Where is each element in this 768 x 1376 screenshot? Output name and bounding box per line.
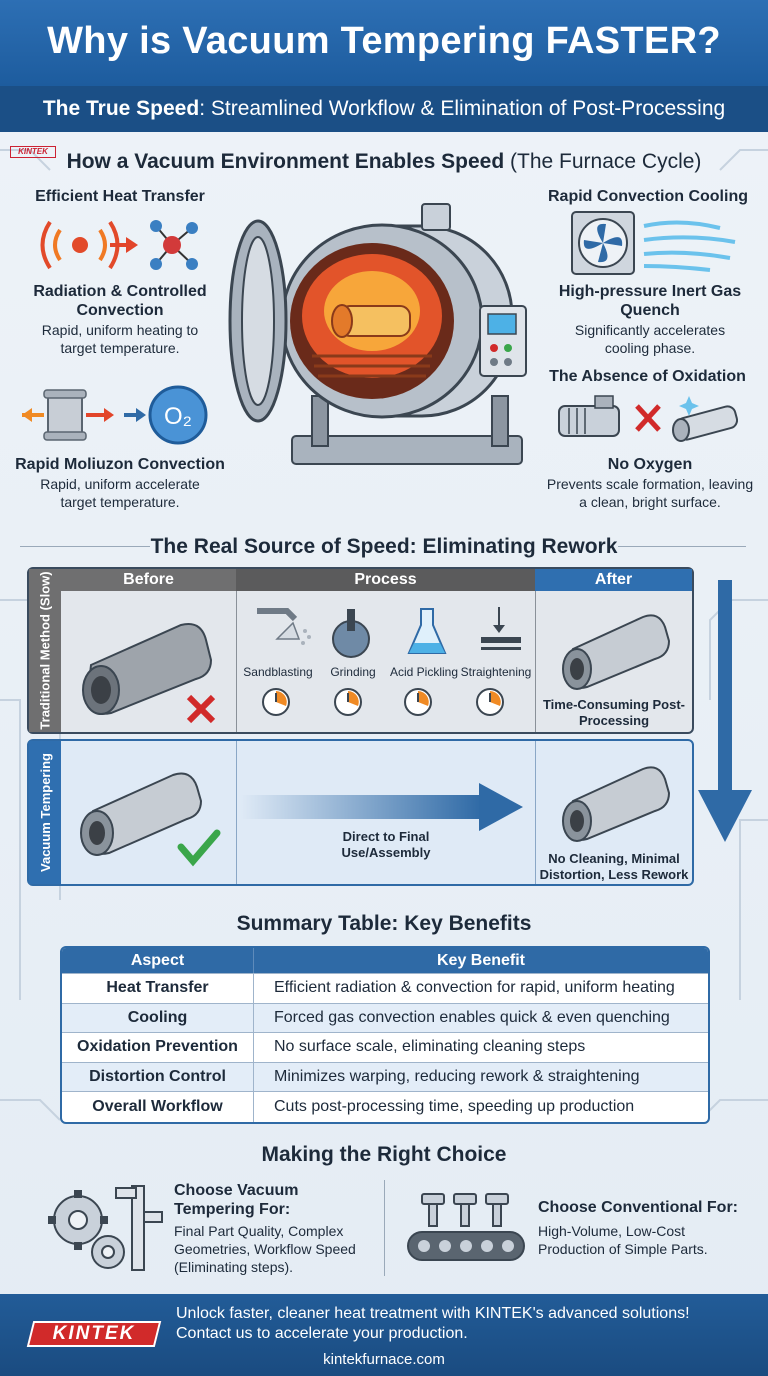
- clock-icon: [334, 688, 362, 716]
- furnace-title-light: (The Furnace Cycle): [504, 150, 702, 173]
- choose-vacuum-title: Choose Vacuum Tempering For:: [174, 1182, 299, 1218]
- table-row: Heat Transfer Efficient radiation & conv…: [62, 974, 708, 1004]
- choice-divider: [384, 1180, 385, 1276]
- table-header-row: Aspect Key Benefit: [62, 948, 708, 974]
- summary-table: Aspect Key Benefit Heat Transfer Efficie…: [60, 946, 710, 1124]
- clock-icon: [476, 688, 504, 716]
- straightening-icon: [481, 607, 521, 650]
- row-benefit: Efficient radiation & convection for rap…: [274, 979, 675, 997]
- pump-no-oxygen-icon: [558, 395, 739, 442]
- table-row: Distortion Control Minimizes warping, re…: [62, 1062, 708, 1092]
- gas-quench-text: Significantly accelerates cooling phase.: [574, 322, 726, 356]
- row-aspect: Heat Transfer: [62, 974, 254, 1003]
- step-sandblasting: Sandblasting: [243, 665, 313, 679]
- footer-cta: Unlock faster, cleaner heat treatment wi…: [176, 1304, 690, 1344]
- rework-section-title: The Real Source of Speed: Eliminating Re…: [150, 535, 618, 558]
- vacuum-after-pipe-icon: [562, 766, 671, 842]
- time-consuming-text: Time-Consuming Post-Processing: [542, 697, 686, 728]
- subtitle-bar: The True Speed: Streamlined Workflow & E…: [0, 86, 768, 132]
- traditional-label-bar: Traditional Method (Slow): [29, 569, 61, 732]
- footer-url-link[interactable]: kintekfurnace.com: [323, 1351, 445, 1368]
- furnace-section-title: How a Vacuum Environment Enables Speed (…: [0, 150, 768, 174]
- footer-line-1: Unlock faster, cleaner heat treatment wi…: [176, 1305, 690, 1322]
- header-aspect: Aspect: [62, 948, 254, 973]
- row-benefit: Cuts post-processing time, speeding up p…: [274, 1097, 635, 1115]
- direct-to-final-text: Direct to Final Use/Assembly: [341, 829, 431, 860]
- no-oxygen-text: Prevents scale formation, leaving a clea…: [546, 476, 754, 510]
- step-straightening: Straightening: [460, 665, 532, 679]
- radiation-icon: [40, 220, 198, 270]
- heat-transfer-heading: Efficient Heat Transfer: [35, 188, 205, 205]
- table-row: Oxidation Prevention No surface scale, e…: [62, 1033, 708, 1063]
- step-grinding: Grinding: [330, 665, 376, 679]
- oxygen-badge: O₂: [164, 403, 192, 430]
- vacuum-method-panel: Vacuum Tempering Direct to Final Use/Ass…: [27, 739, 694, 886]
- choose-conventional-text: High-Volume, Low-Cost Production of Simp…: [538, 1223, 708, 1257]
- moliuzon-text: Rapid, uniform accelerate target tempera…: [40, 476, 200, 510]
- vacuum-furnace-illustration: [228, 203, 527, 465]
- choose-vacuum-text: Final Part Quality, Complex Geometries, …: [174, 1223, 356, 1275]
- column-after: After: [535, 569, 692, 591]
- clean-pipe-icon: [562, 614, 671, 690]
- convection-cooling-heading: Rapid Convection Cooling: [548, 188, 748, 205]
- header-banner: Why is Vacuum Tempering FASTER?: [0, 0, 768, 86]
- down-arrow: [698, 580, 752, 842]
- row-aspect: Cooling: [62, 1003, 254, 1032]
- vacuum-pipe-icon: [80, 772, 221, 867]
- choose-conventional-title: Choose Conventional For:: [538, 1199, 738, 1216]
- header-benefit: Key Benefit: [436, 951, 526, 969]
- choice-title: Making the Right Choice: [261, 1143, 507, 1166]
- vacuum-label: Vacuum Tempering: [37, 753, 53, 872]
- traditional-method-panel: Traditional Method (Slow) Before Process…: [27, 567, 694, 734]
- table-row: Cooling Forced gas convection enables qu…: [62, 1003, 708, 1033]
- row-benefit: Forced gas convection enables quick & ev…: [274, 1008, 670, 1026]
- row-aspect: Overall Workflow: [62, 1092, 254, 1122]
- no-oxygen-title: No Oxygen: [607, 456, 693, 473]
- process-icons: [257, 607, 521, 658]
- kintek-logo[interactable]: KINTEK: [26, 1321, 162, 1347]
- divider-right: [618, 546, 746, 547]
- column-process: Process: [236, 569, 535, 591]
- moliuzon-title: Rapid Moliuzon Convection: [15, 456, 225, 473]
- divider-left: [20, 546, 150, 547]
- summary-title: Summary Table: Key Benefits: [236, 912, 532, 935]
- row-benefit: No surface scale, eliminating cleaning s…: [274, 1038, 586, 1056]
- pipe-oxygen-icon: O₂: [22, 385, 208, 445]
- clock-icon: [404, 688, 432, 716]
- table-row: Overall Workflow Cuts post-processing ti…: [62, 1092, 708, 1122]
- no-cleaning-text: No Cleaning, Minimal Distortion, Less Re…: [539, 851, 689, 882]
- row-benefit: Minimizes warping, reducing rework & str…: [274, 1067, 640, 1085]
- furnace-title-bold: How a Vacuum Environment Enables Speed: [66, 150, 505, 173]
- footer-line-2: Contact us to accelerate your production…: [176, 1325, 468, 1342]
- clock-icon: [262, 688, 290, 716]
- row-aspect: Oxidation Prevention: [62, 1033, 254, 1062]
- subtitle-text: : Streamlined Workflow & Elimination of …: [199, 97, 726, 120]
- column-before: Before: [61, 569, 236, 591]
- page-title: Why is Vacuum Tempering FASTER?: [47, 20, 721, 62]
- row-aspect: Distortion Control: [62, 1062, 254, 1091]
- sandblasting-icon: [257, 608, 311, 645]
- subtitle-emphasis: The True Speed: [42, 97, 200, 120]
- small-kintek-logo: KINTEK: [10, 146, 56, 158]
- vacuum-label-bar: Vacuum Tempering: [29, 741, 61, 884]
- fan-cooling-icon: [571, 211, 736, 275]
- radiation-convection-text: Rapid, uniform heating to target tempera…: [41, 322, 199, 356]
- gas-quench-title: High-pressure Inert Gas Quench: [558, 283, 742, 319]
- traditional-label: Traditional Method (Slow): [37, 571, 53, 730]
- rough-pipe-icon: [82, 623, 216, 724]
- conveyor-bolts-icon: [407, 1193, 525, 1261]
- radiation-convection-title: Radiation & Controlled Convection: [33, 283, 207, 319]
- gear-caliper-icon: [48, 1185, 163, 1271]
- acid-pickling-icon: [407, 608, 447, 654]
- oxidation-heading: The Absence of Oxidation: [549, 368, 746, 385]
- direct-arrow: [241, 783, 523, 831]
- grinding-icon: [332, 609, 370, 658]
- step-acid-pickling: Acid Pickling: [389, 665, 459, 679]
